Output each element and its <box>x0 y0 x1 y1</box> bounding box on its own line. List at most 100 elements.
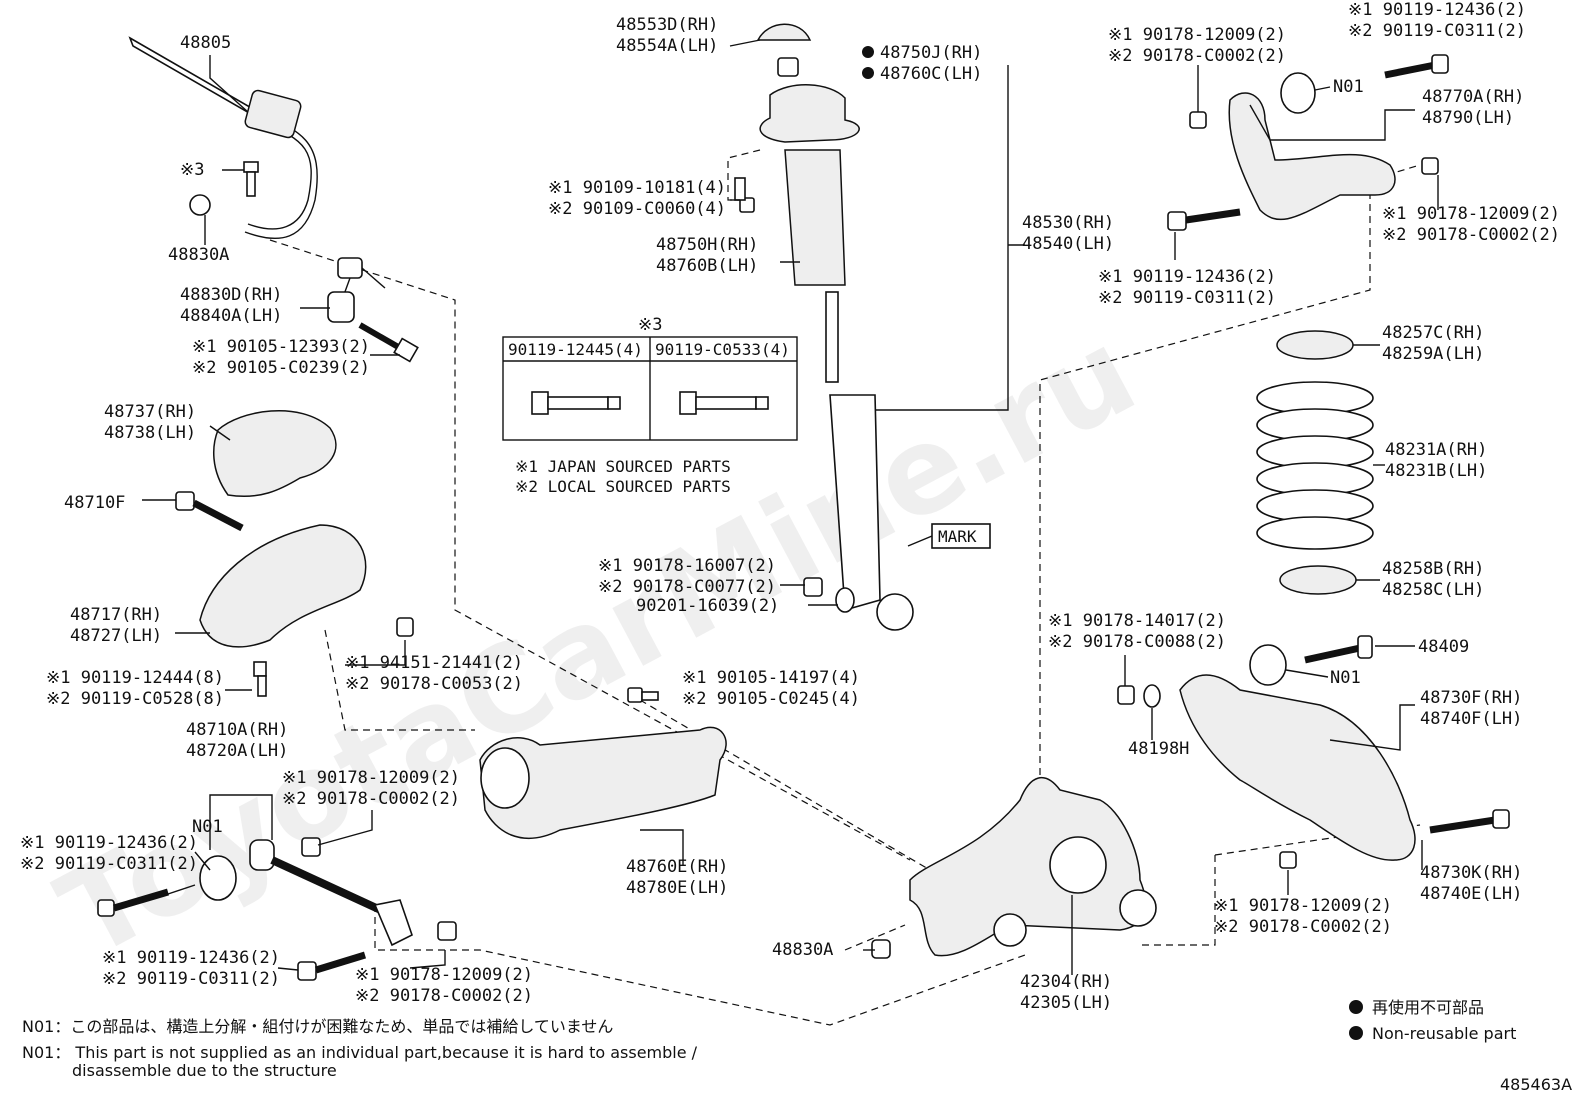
part-label-l33: ※1 90119-12436(2)※2 90119-C0311(2) <box>1098 267 1276 308</box>
part-label-l43: ※1 90178-12009(2)※2 90178-C0002(2) <box>1214 896 1392 937</box>
table-bolt-icon-1 <box>531 391 621 415</box>
part-label-line: 48830D(RH) <box>180 285 282 305</box>
part-label-l27: 42304(RH)42305(LH) <box>1020 972 1112 1013</box>
legend-dot-en <box>1349 1026 1363 1040</box>
part-label-l35: 48231A(RH)48231B(LH) <box>1385 440 1487 481</box>
part-label-line: ※1 90178-12009(2) <box>282 768 460 788</box>
nut-lower-right <box>1279 851 1297 869</box>
part-label-line: 48720A(LH) <box>186 741 288 761</box>
part-label-line: ※1 90105-14197(4) <box>682 668 860 688</box>
mark-label: MARK <box>938 527 977 546</box>
part-label-l34: 48257C(RH)48259A(LH) <box>1382 323 1484 364</box>
nut-90178-14017 <box>1117 685 1135 705</box>
part-label-line: 48760C(LH) <box>880 64 982 84</box>
bolt-upper-arm-top <box>1384 54 1449 79</box>
bushing-n01-lower <box>1249 644 1287 686</box>
part-label-line: 48770A(RH) <box>1422 87 1524 107</box>
part-label-line: 48553D(RH) <box>616 15 718 35</box>
legend-nonreusable-jp: 再使用不可部品 <box>1372 998 1484 1017</box>
part-label-line: N01 <box>1330 668 1361 688</box>
part-label-line: 48738(LH) <box>104 423 196 443</box>
upper-support <box>759 84 860 143</box>
part-label-line: 48258B(RH) <box>1382 559 1484 579</box>
bushing-n01-upper <box>1280 72 1316 114</box>
lateral-link-48710a <box>249 839 413 947</box>
table-bolt-icon-2 <box>679 391 769 415</box>
part-label-l31: 48770A(RH)48790(LH) <box>1422 87 1524 128</box>
part-label-line: ※1 90105-12393(2) <box>192 337 370 357</box>
part-label-l30: N01 <box>1333 77 1364 97</box>
part-label-line: ※2 90178-C0002(2) <box>1214 917 1392 937</box>
part-label-line: 48231A(RH) <box>1385 440 1487 460</box>
part-label-line: ※2 90119-C0311(2) <box>20 854 198 874</box>
trailing-arm-bushing <box>480 747 530 809</box>
part-label-line: 48231B(LH) <box>1385 461 1487 481</box>
part-label-line: 48710A(RH) <box>186 720 288 740</box>
part-label-l12: N01 <box>192 817 223 837</box>
upper-arm-48770a <box>1228 92 1396 221</box>
part-label-line: 48259A(LH) <box>1382 344 1484 364</box>
part-label-l13: ※1 90119-12436(2)※2 90119-C0311(2) <box>20 833 198 874</box>
part-label-line: 48740F(LH) <box>1420 709 1522 729</box>
part-label-l11: 48710A(RH)48720A(LH) <box>186 720 288 761</box>
part-label-l38: 48409 <box>1418 637 1469 657</box>
part-label-l8: 48717(RH)48727(LH) <box>70 605 162 646</box>
boot-48750h <box>784 149 846 286</box>
bracket-48717 <box>199 524 367 648</box>
part-label-line: 48257C(RH) <box>1382 323 1484 343</box>
part-label-line: 48740E(LH) <box>1420 884 1522 904</box>
part-label-l22: ※1 90178-16007(2)※2 90178-C0077(2) <box>598 556 776 597</box>
legend-japan: ※1 JAPAN SOURCED PARTS <box>515 457 731 476</box>
part-label-l40: 48730F(RH)48740F(LH) <box>1420 688 1522 729</box>
part-label-l1: 48805 <box>180 33 231 53</box>
part-label-l25: 48760E(RH)48780E(LH) <box>626 857 728 898</box>
part-label-l4: 48830D(RH)48840A(LH) <box>180 285 282 326</box>
part-label-line: ※1 90119-12436(2) <box>1098 267 1276 287</box>
part-label-l36: 48258B(RH)48258C(LH) <box>1382 559 1484 600</box>
part-label-line: ※2 90178-C0002(2) <box>355 986 533 1006</box>
coil-spring-48231a <box>1256 381 1374 550</box>
part-label-line: 90201-16039(2) <box>636 596 779 616</box>
washer-90201-16039 <box>835 587 855 613</box>
part-label-l26: 48830A <box>772 940 833 960</box>
part-label-l18: 48750J(RH)48760C(LH) <box>880 43 982 84</box>
part-label-line: 48750H(RH) <box>656 235 758 255</box>
part-label-l9: ※1 90119-12444(8)※2 90119-C0528(8) <box>46 668 224 709</box>
knuckle-lower-bushing <box>993 913 1027 947</box>
part-label-l14: ※1 90178-12009(2)※2 90178-C0002(2) <box>282 768 460 809</box>
knuckle-42304 <box>909 776 1147 957</box>
part-label-line: 48830A <box>168 245 229 265</box>
nonreusable-dot-1 <box>862 46 874 58</box>
part-label-l5: ※1 90105-12393(2)※2 90105-C0239(2) <box>192 337 370 378</box>
part-label-line: 48409 <box>1418 637 1469 657</box>
part-label-l10: ※1 94151-21441(2)※2 90178-C0053(2) <box>345 653 523 694</box>
part-label-line: ※1 90178-12009(2) <box>1214 896 1392 916</box>
bolt-48730k <box>1429 809 1510 834</box>
part-label-line: ※1 90119-12436(2) <box>1348 0 1526 20</box>
part-label-line: 48710F <box>64 493 125 513</box>
part-label-l29: ※1 90119-12436(2)※2 90119-C0311(2) <box>1348 0 1526 41</box>
part-label-l20: 48750H(RH)48760B(LH) <box>656 235 758 276</box>
part-label-line: ※2 90178-C0088(2) <box>1048 632 1226 652</box>
part-label-l39: N01 <box>1330 668 1361 688</box>
part-label-l7: 48710F <box>64 493 125 513</box>
bushing-n01-left <box>199 855 237 901</box>
part-label-line: 48750J(RH) <box>880 43 982 63</box>
part-label-l2: ※3 <box>180 160 204 180</box>
bolt-90119-12444 <box>253 661 267 697</box>
part-label-line: ※1 90178-12009(2) <box>1382 204 1560 224</box>
part-label-line: ※3 <box>180 160 204 180</box>
part-label-line: ※2 90109-C0060(4) <box>548 199 726 219</box>
nut-48750j <box>777 57 799 77</box>
legend-local: ※2 LOCAL SOURCED PARTS <box>515 477 731 496</box>
part-label-line: ※2 90178-C0002(2) <box>1108 46 1286 66</box>
bolt-bottom-90119-12436 <box>297 951 367 981</box>
nut-90178-16007 <box>803 577 823 597</box>
nut-48830a <box>189 194 211 216</box>
part-label-line: ※2 90178-C0002(2) <box>282 789 460 809</box>
part-label-line: 48540(LH) <box>1022 234 1114 254</box>
nut-upper-arm-right <box>1421 157 1439 175</box>
part-label-l3: 48830A <box>168 245 229 265</box>
part-label-line: ※2 90119-C0311(2) <box>1098 288 1276 308</box>
stabilizer-link <box>327 257 386 323</box>
